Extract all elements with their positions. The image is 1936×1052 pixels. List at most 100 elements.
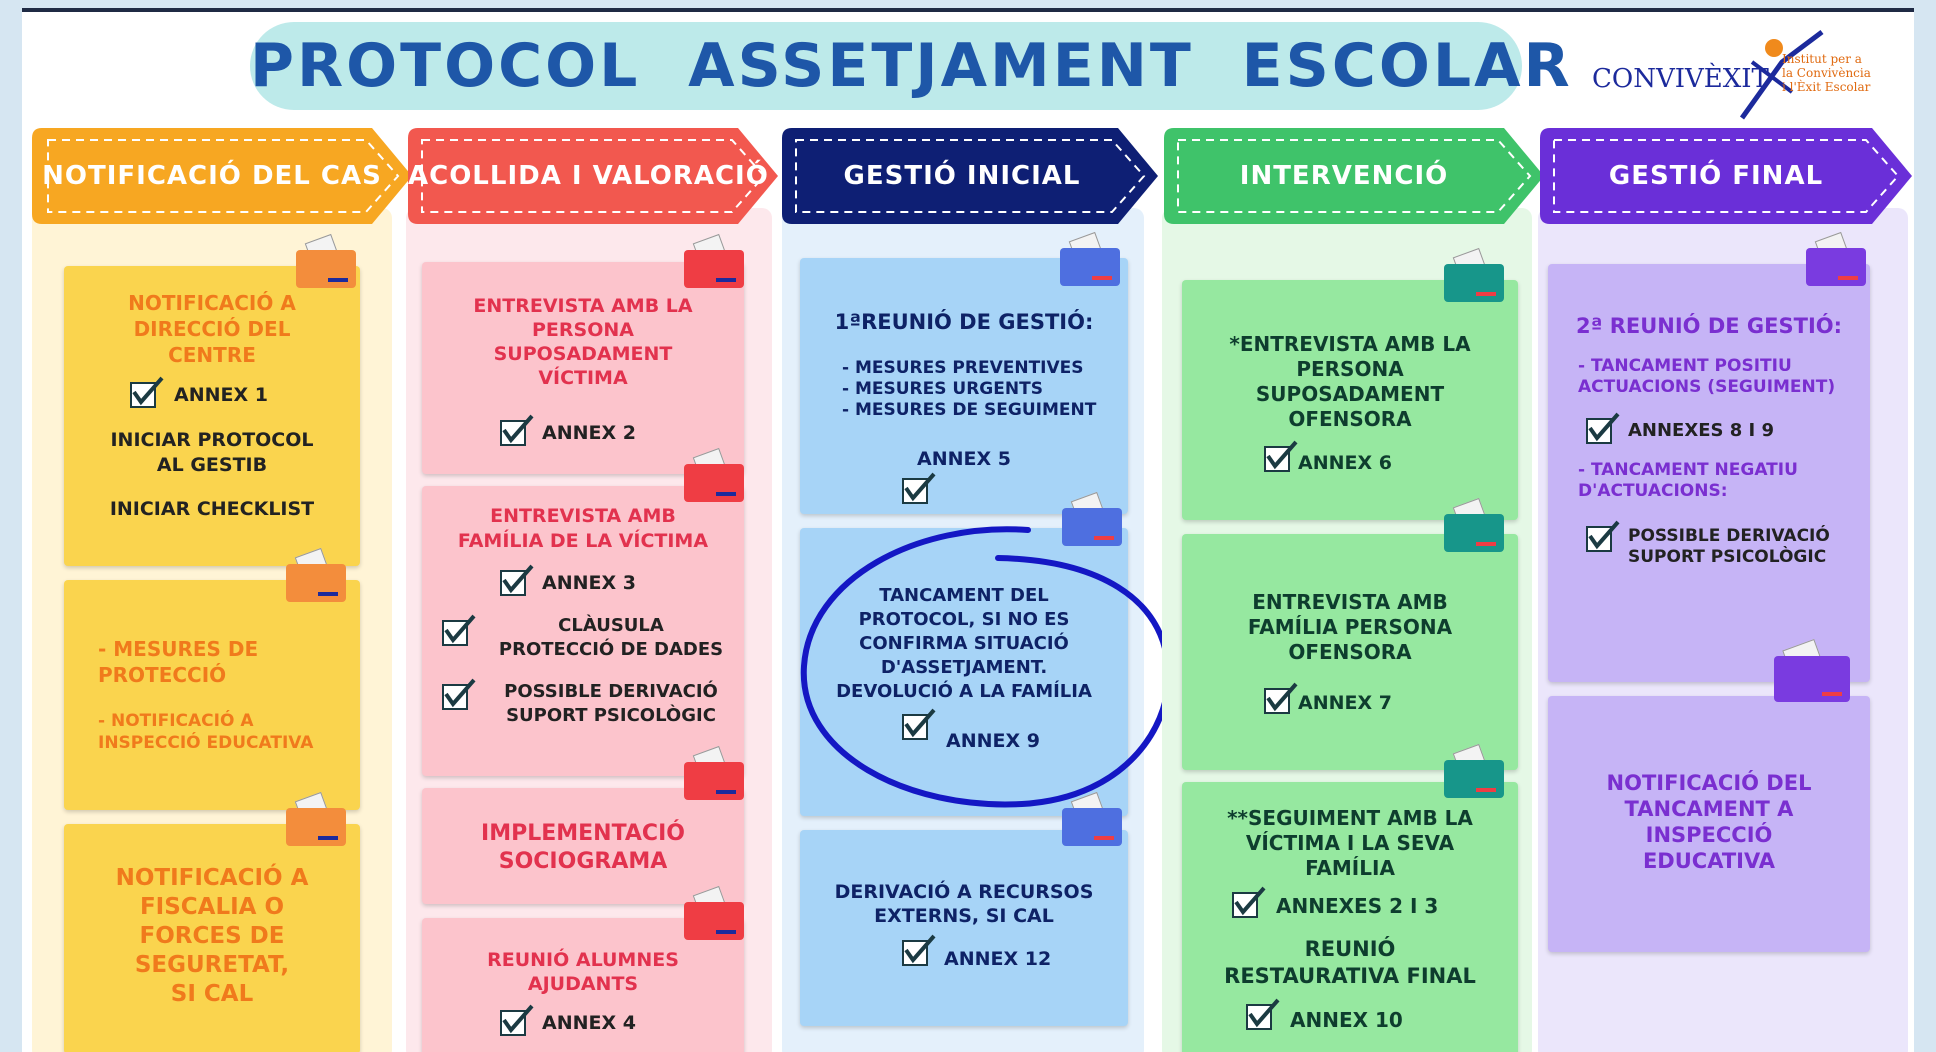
folder-icon	[1444, 497, 1504, 552]
convivexit-logo: CONVIVÈXIT Institut per a la Convivència…	[1592, 22, 1892, 122]
card-entrevista-victima: ENTREVISTA AMB LA PERSONA SUPOSADAMENT V…	[422, 233, 744, 474]
checkbox-icon	[500, 1004, 534, 1036]
folder-icon	[286, 547, 346, 602]
card-heading: NOTIFICACIÓ A	[115, 865, 309, 891]
annex-label: ANNEX 6	[1298, 452, 1392, 474]
annex-label: ANNEXES 8 I 9	[1628, 420, 1775, 441]
header-arrow-shape	[32, 128, 412, 224]
annex-label: ANNEX 5	[917, 448, 1011, 470]
highlight-ellipse	[800, 526, 1172, 808]
header-label: GESTIÓ INICIAL	[843, 161, 1081, 191]
header-label: INTERVENCIÓ	[1239, 161, 1449, 191]
column-header-notificacio: NOTIFICACIÓ DEL CAS	[32, 128, 412, 224]
header-label: GESTIÓ FINAL	[1608, 161, 1824, 191]
card-text-clausula: CLÀUSULA	[558, 615, 664, 636]
checkbox-icon	[500, 414, 534, 446]
card-item: - NOTIFICACIÓ A	[98, 711, 254, 731]
checkbox-icon	[902, 472, 936, 504]
column-header-intervencio: INTERVENCIÓ	[1164, 128, 1544, 224]
card-sociograma: IMPLEMENTACIÓ SOCIOGRAMA	[422, 745, 744, 904]
column-header-gestio-final: GESTIÓ FINAL	[1540, 128, 1912, 224]
card-text-checklist: INICIAR CHECKLIST	[109, 498, 315, 520]
card-item: - MESURES PREVENTIVES	[842, 358, 1084, 378]
card-item: - TANCAMENT NEGATIU	[1578, 460, 1798, 480]
card-heading: IMPLEMENTACIÓ	[481, 821, 685, 846]
card-heading: ENTREVISTA AMB	[1252, 590, 1448, 614]
card-notificacio-direccio: NOTIFICACIÓ A DIRECCIÓ DEL CENTRE ANNEX …	[64, 233, 360, 566]
folder-icon	[1444, 743, 1504, 798]
card-heading: NOTIFICACIÓ A	[128, 291, 296, 315]
annex-label: ANNEX 12	[944, 948, 1052, 970]
card-primera-reunio: 1ªREUNIÓ DE GESTIÓ: - MESURES PREVENTIVE…	[800, 231, 1128, 514]
folder-icon	[1806, 231, 1866, 286]
card-notificacio-fiscalia: NOTIFICACIÓ A FISCALIA O FORCES DE SEGUR…	[64, 791, 360, 1052]
card-tancament-protocol: TANCAMENT DEL PROTOCOL, SI NO ES CONFIRM…	[800, 491, 1128, 816]
checkbox-icon	[130, 376, 164, 408]
card-item: - MESURES DE	[98, 637, 259, 661]
card-segona-reunio: 2ª REUNIÓ DE GESTIÓ: - TANCAMENT POSITIU…	[1548, 231, 1870, 682]
folder-icon	[684, 745, 744, 800]
annex-label: ANNEX 3	[542, 572, 636, 594]
annex-label: ANNEX 1	[174, 384, 268, 406]
card-text: REUNIÓ	[1304, 937, 1396, 961]
logo-subtitle: Institut per a la Convivència i l'Èxit E…	[1782, 52, 1871, 94]
checkbox-icon	[1264, 440, 1298, 472]
card-heading: 2ª REUNIÓ DE GESTIÓ:	[1575, 314, 1843, 338]
folder-icon	[684, 447, 744, 502]
annex-label: ANNEXES 2 I 3	[1276, 894, 1439, 918]
card-entrevista-ofensora: *ENTREVISTA AMB LA PERSONA SUPOSADAMENT …	[1182, 247, 1518, 520]
title-banner: PROTOCOL ASSETJAMENT ESCOLAR	[250, 22, 1570, 110]
card-notificacio-tancament: NOTIFICACIÓ DEL TANCAMENT A INSPECCIÓ ED…	[1548, 639, 1870, 952]
folder-icon	[1062, 491, 1122, 546]
checkbox-icon	[902, 934, 936, 966]
column-header-acollida: ACOLLIDA I VALORACIÓ	[408, 128, 778, 224]
card-text-derivacio: POSSIBLE DERIVACIÓ	[504, 681, 718, 702]
card-heading: NOTIFICACIÓ DEL	[1606, 771, 1812, 795]
card-heading: DERIVACIÓ A RECURSOS	[834, 881, 1094, 903]
logo-figure-icon	[1739, 30, 1824, 120]
card-item: - TANCAMENT POSITIU	[1578, 356, 1792, 376]
folder-icon	[1774, 639, 1850, 702]
top-border	[22, 8, 1914, 12]
card-heading: *ENTREVISTA AMB LA	[1229, 332, 1471, 356]
card-heading: TANCAMENT DEL	[879, 585, 1049, 606]
folder-icon	[1062, 791, 1122, 846]
card-heading: 1ªREUNIÓ DE GESTIÓ:	[834, 310, 1094, 334]
header-arrow-shape	[782, 128, 1158, 224]
card-heading: ENTREVISTA AMB LA	[473, 295, 693, 317]
annex-label: ANNEX 2	[542, 422, 636, 444]
annex-label: ANNEX 7	[1298, 692, 1392, 714]
folder-icon	[286, 791, 346, 846]
annex-label: ANNEX 4	[542, 1012, 636, 1034]
card-text: INICIAR PROTOCOL	[110, 429, 314, 451]
checkbox-icon	[1246, 998, 1280, 1030]
checkbox-icon	[1232, 886, 1266, 918]
folder-icon	[1444, 247, 1504, 302]
folder-icon	[1060, 231, 1120, 286]
card-item: - MESURES DE SEGUIMENT	[842, 400, 1097, 420]
folder-icon	[296, 233, 356, 288]
checkbox-icon	[500, 564, 534, 596]
folder-icon	[684, 885, 744, 940]
checkbox-icon	[1586, 520, 1620, 552]
card-heading: **SEGUIMENT AMB LA	[1227, 806, 1473, 830]
checkbox-icon	[902, 708, 936, 740]
protocol-infographic: PROTOCOL ASSETJAMENT ESCOLAR CONVIVÈXIT …	[22, 8, 1914, 1052]
logo-name: CONVIVÈXIT	[1592, 64, 1769, 94]
header-label: ACOLLIDA I VALORACIÓ	[408, 161, 769, 191]
annex-label: ANNEX 9	[946, 730, 1040, 752]
header-label: NOTIFICACIÓ DEL CAS	[42, 161, 382, 191]
card-item: - MESURES URGENTS	[842, 379, 1043, 399]
card-entrevista-familia: ENTREVISTA AMB FAMÍLIA DE LA VÍCTIMA ANN…	[422, 447, 744, 776]
checkbox-icon	[1264, 682, 1298, 714]
card-derivacio-recursos: DERIVACIÓ A RECURSOS EXTERNS, SI CAL ANN…	[800, 791, 1128, 1026]
column-header-gestio-inicial: GESTIÓ INICIAL	[782, 128, 1158, 224]
card-entrevista-familia-ofensora: ENTREVISTA AMB FAMÍLIA PERSONA OFENSORA …	[1182, 497, 1518, 770]
checkbox-icon	[1586, 412, 1620, 444]
checkbox-icon	[442, 614, 476, 646]
card-heading: REUNIÓ ALUMNES	[487, 949, 679, 971]
card-alumnes-ajudants: REUNIÓ ALUMNES AJUDANTS ANNEX 4	[422, 885, 744, 1052]
checkbox-icon	[442, 678, 476, 710]
folder-icon	[684, 233, 744, 288]
header-arrow-shape	[1164, 128, 1544, 224]
